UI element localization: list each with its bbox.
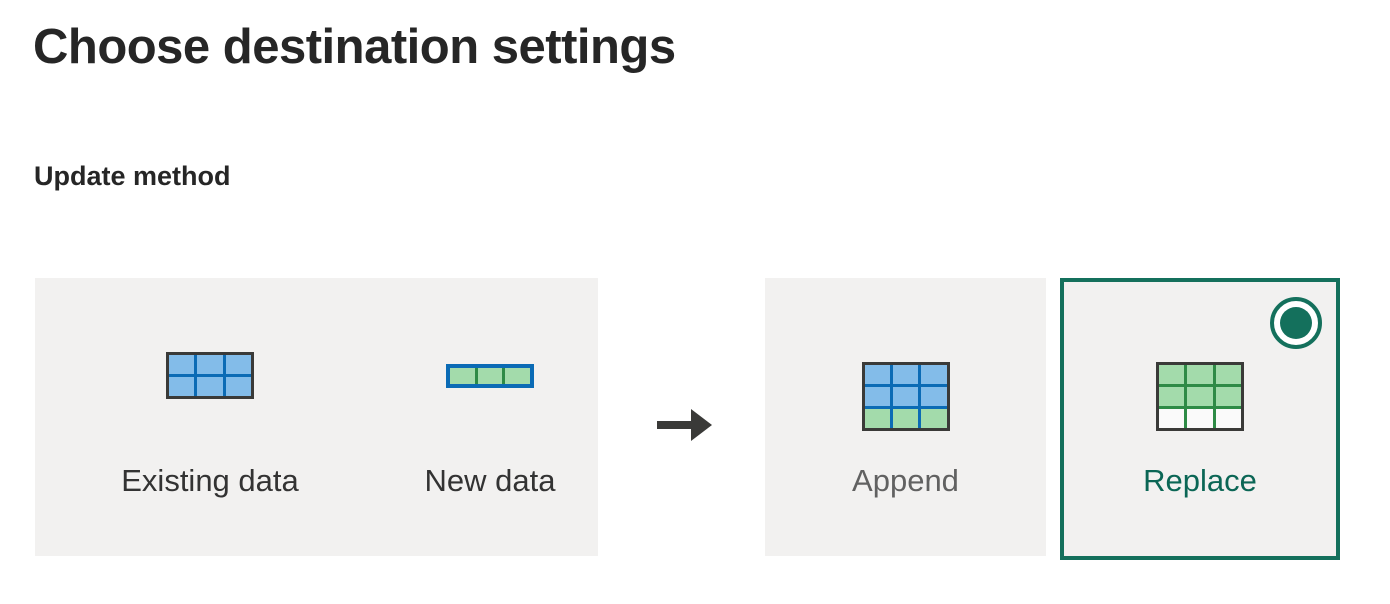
grid-cell — [864, 365, 890, 384]
grid-cell — [1187, 387, 1213, 406]
grid-3x3-blue-over-green-icon — [765, 362, 1046, 431]
grid-cell — [1159, 387, 1185, 406]
grid-cell — [169, 377, 195, 396]
blue-grid-3x2-icon — [70, 352, 350, 399]
grid-cell — [477, 368, 503, 384]
grid-cell — [921, 409, 947, 428]
destination-card-replace[interactable]: Replace — [1060, 278, 1340, 560]
grid-cell — [197, 355, 223, 374]
radio-dot — [1280, 307, 1312, 339]
arrow-right-icon — [650, 400, 720, 450]
destination-label-replace: Replace — [1143, 463, 1257, 498]
grid-3x3-green-over-empty-icon — [1064, 362, 1336, 431]
grid-cell — [450, 368, 475, 384]
grid-cell — [1187, 409, 1213, 428]
grid-cell — [892, 409, 919, 428]
source-data-card: Existing data New data — [35, 278, 598, 556]
grid-cell — [505, 368, 530, 384]
grid-cell — [892, 387, 919, 406]
grid-cell — [225, 377, 251, 396]
source-option-new-data: New data — [350, 278, 630, 556]
grid-cell — [864, 409, 890, 428]
grid-cell — [1215, 387, 1241, 406]
source-option-existing-data: Existing data — [70, 278, 350, 556]
grid-cell — [864, 387, 890, 406]
green-row-1x3-icon — [350, 364, 630, 388]
destination-label-append: Append — [852, 463, 959, 498]
grid-cell — [921, 387, 947, 406]
grid-cell — [169, 355, 195, 374]
grid-cell — [892, 365, 919, 384]
grid-cell — [1187, 365, 1213, 384]
page-title: Choose destination settings — [33, 20, 676, 74]
grid-cell — [1159, 409, 1185, 428]
destination-card-append[interactable]: Append — [765, 278, 1046, 556]
source-option-label-existing-data: Existing data — [121, 463, 299, 498]
grid-cell — [1215, 365, 1241, 384]
grid-cell — [225, 355, 251, 374]
grid-cell — [921, 365, 947, 384]
radio-selected-icon[interactable] — [1270, 297, 1322, 349]
grid-cell — [1215, 409, 1241, 428]
grid-cell — [1159, 365, 1185, 384]
section-title-update-method: Update method — [34, 161, 231, 191]
source-option-label-new-data: New data — [424, 463, 556, 498]
grid-cell — [197, 377, 223, 396]
